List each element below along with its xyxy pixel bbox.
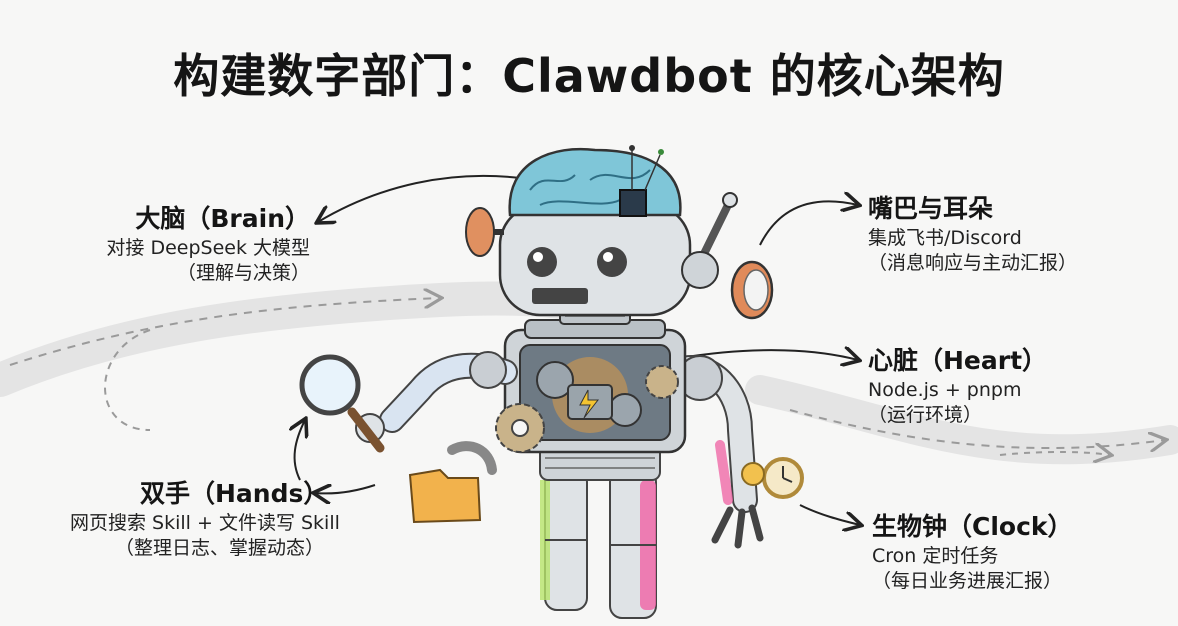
robot-legs bbox=[540, 469, 657, 619]
robot-head bbox=[498, 203, 692, 317]
antenna-icon bbox=[681, 192, 738, 289]
mouth-ears-pointer-arrow bbox=[759, 201, 858, 246]
watch-clock-icon bbox=[741, 457, 804, 499]
mouth-ears-note: （消息响应与主动汇报） bbox=[868, 252, 1078, 275]
heart-label: 心脏（Heart） Node.js + pnpm （运行环境） bbox=[868, 344, 1158, 429]
heart-heading: 心脏（Heart） bbox=[868, 346, 1048, 375]
page-title: 构建数字部门：Clawdbot 的核心架构 bbox=[173, 49, 1005, 103]
clock-desc: Cron 定时任务 bbox=[872, 544, 999, 567]
brain-label: 大脑（Brain） 对接 DeepSeek 大模型 （理解与决策） bbox=[60, 202, 310, 287]
speaker-icon bbox=[730, 260, 774, 320]
hands-note: （整理日志、掌握动态） bbox=[115, 537, 325, 560]
robot-torso bbox=[503, 319, 687, 454]
hands-heading: 双手（Hands） bbox=[140, 479, 329, 508]
brain-icon bbox=[508, 145, 682, 217]
magnifying-glass-icon bbox=[299, 354, 385, 453]
clock-label: 生物钟（Clock） Cron 定时任务 （每日业务进展汇报） bbox=[872, 510, 1162, 595]
hands-upper-pointer-arrow bbox=[295, 420, 305, 481]
gear-icon bbox=[495, 365, 679, 453]
mouth-ears-label: 嘴巴与耳朵 集成飞书/Discord （消息响应与主动汇报） bbox=[868, 192, 1158, 277]
robot-right-arm bbox=[667, 355, 764, 549]
hands-desc: 网页搜索 Skill + 文件读写 Skill bbox=[70, 511, 340, 534]
brain-desc: 对接 DeepSeek 大模型 bbox=[106, 236, 310, 259]
heart-desc: Node.js + pnpm bbox=[868, 378, 1022, 401]
hands-pointer-arrow bbox=[315, 485, 376, 493]
brain-heading: 大脑（Brain） bbox=[135, 204, 310, 233]
clock-note: （每日业务进展汇报） bbox=[872, 570, 1063, 593]
brain-note: （理解与决策） bbox=[176, 262, 310, 285]
heart-pointer-arrow bbox=[679, 350, 858, 360]
clock-pointer-arrow bbox=[799, 504, 860, 525]
clock-heading: 生物钟（Clock） bbox=[872, 512, 1073, 541]
mouth-ears-heading: 嘴巴与耳朵 bbox=[868, 194, 994, 223]
heart-note: （运行环境） bbox=[868, 404, 983, 427]
brain-pointer-arrow bbox=[318, 174, 521, 222]
hands-label: 双手（Hands） 网页搜索 Skill + 文件读写 Skill （整理日志、… bbox=[70, 477, 370, 562]
folder-icon bbox=[408, 441, 497, 524]
mouth-ears-desc: 集成飞书/Discord bbox=[868, 226, 1022, 249]
robot-left-arm bbox=[355, 351, 518, 443]
left-ear-icon bbox=[465, 207, 504, 257]
